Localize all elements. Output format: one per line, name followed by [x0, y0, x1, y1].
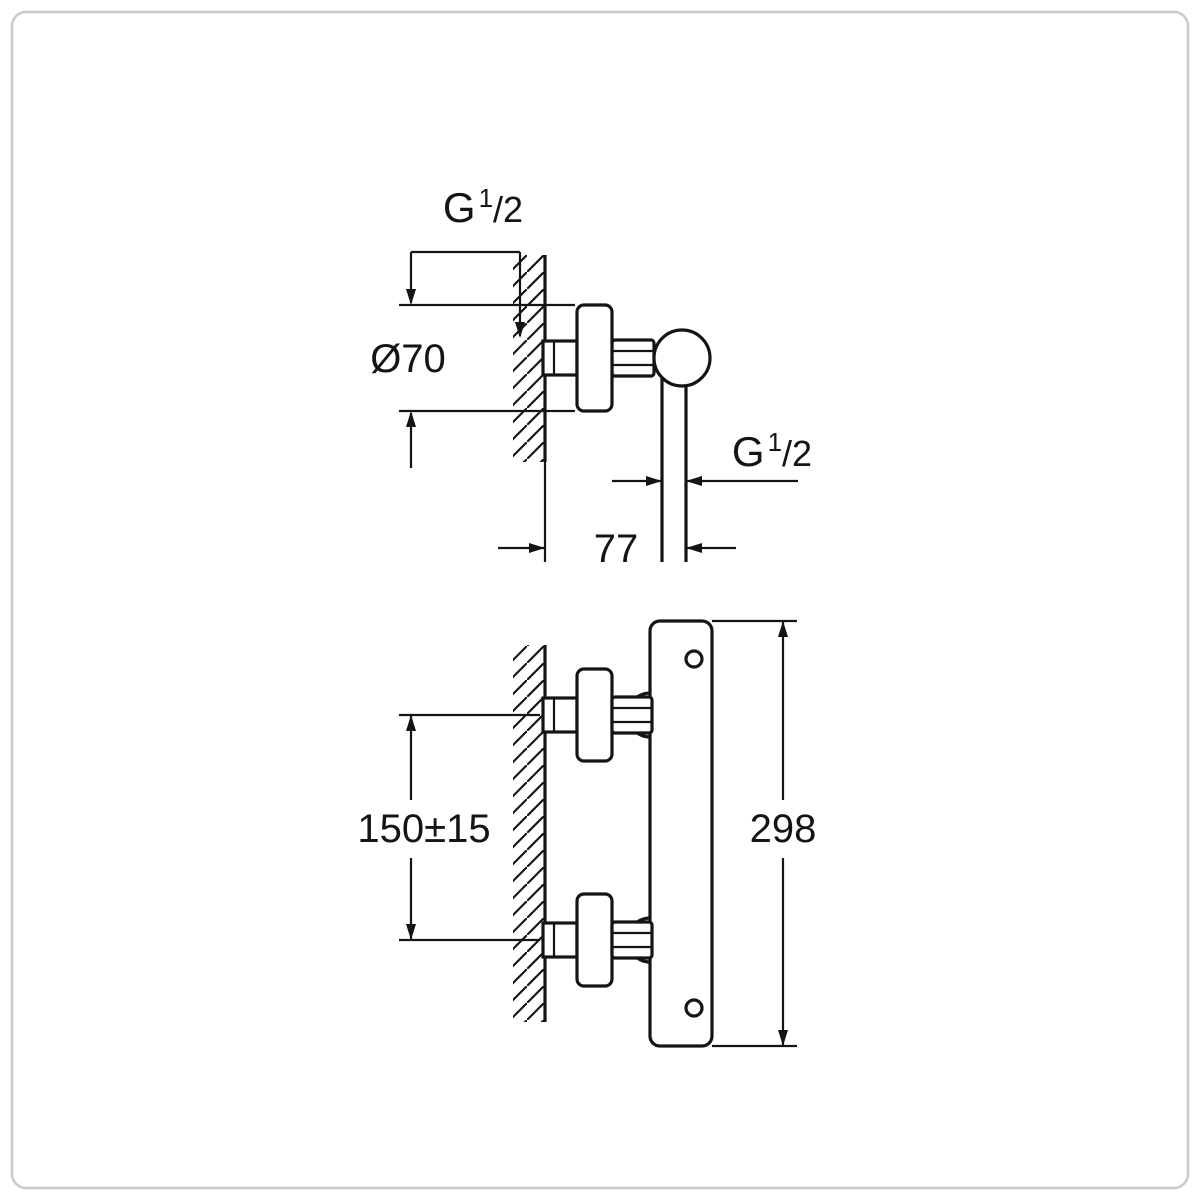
arrowhead-up — [406, 715, 416, 731]
wall-nipple-body — [541, 921, 579, 959]
union-nut-body — [610, 338, 656, 378]
union-nut-body — [610, 695, 654, 735]
escutcheon — [575, 667, 614, 763]
arrowhead-left — [686, 476, 702, 486]
wall-nipple-body — [541, 339, 579, 377]
page-border — [10, 10, 1190, 1190]
wall-nipple-body — [541, 696, 579, 734]
escutcheon-diameter-label: Ø70 — [370, 337, 446, 381]
lower-connection — [541, 892, 654, 988]
thermostat-housing-circle — [652, 328, 712, 388]
union-nut-body — [610, 920, 654, 960]
dimension-wall-offset: 77 — [498, 527, 736, 571]
arrowhead-down — [778, 1030, 788, 1046]
arrowhead-up — [778, 621, 788, 637]
body-screw-bottom — [684, 998, 704, 1018]
dimension-escutcheon-diameter: Ø70 — [370, 252, 446, 468]
dimension-connection-spacing: 150±15 — [357, 715, 491, 940]
arrowhead-down — [406, 924, 416, 940]
arrowhead-up — [406, 411, 416, 427]
upper-connection — [541, 667, 654, 763]
arrowhead-down — [515, 322, 525, 338]
escutcheon-side — [575, 303, 614, 413]
wall-hatching — [513, 645, 545, 1022]
arrowhead-down — [406, 289, 416, 305]
front-view: 150±15 298 — [357, 619, 817, 1048]
mixer-body — [648, 619, 714, 1048]
arrowhead-right — [529, 543, 545, 553]
escutcheon — [575, 892, 614, 988]
body-screw-top — [684, 649, 704, 669]
wall-hatching — [513, 255, 545, 462]
arrowhead-left — [686, 543, 702, 553]
dimension-body-height: 298 — [712, 619, 817, 1048]
connection-spacing-label: 150±15 — [357, 807, 490, 851]
wall-offset-label: 77 — [594, 527, 639, 571]
wall-nipple-side — [541, 339, 579, 377]
body-height-label: 298 — [750, 807, 817, 851]
arrowhead-right — [646, 476, 662, 486]
union-nut-side — [610, 338, 656, 378]
